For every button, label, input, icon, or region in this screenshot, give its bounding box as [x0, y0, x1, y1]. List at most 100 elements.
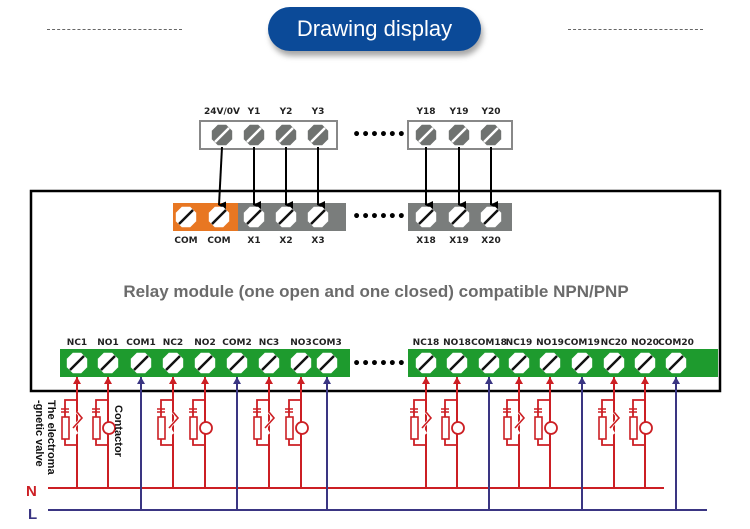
output-label-no3: NO3 [290, 338, 311, 348]
no-arrow-1 [201, 377, 209, 384]
input-screw-4 [307, 206, 329, 228]
output-label-no1: NO1 [97, 338, 118, 348]
label-x20: X20 [481, 236, 500, 246]
label-com-a: COM [174, 236, 197, 246]
output-screw-7 [290, 352, 312, 374]
valve-symbol-5 [609, 411, 621, 429]
contactor-coil-2 [295, 421, 309, 435]
sensor-screw-1 [243, 124, 265, 146]
valve-fuse-0 [61, 416, 70, 440]
input-screw-5 [415, 206, 437, 228]
output-screw-8 [316, 352, 338, 374]
contactor-fuse-2 [285, 416, 294, 440]
valve-symbol-0 [72, 411, 84, 429]
valve-fuse-1 [157, 416, 166, 440]
output-label-no20: NO20 [631, 338, 659, 348]
com-arrow-2 [323, 377, 331, 384]
sensor-screw-4 [415, 124, 437, 146]
output-screw-6 [258, 352, 280, 374]
output-screw-15 [603, 352, 625, 374]
contactor-label: Contactor [112, 405, 124, 458]
nc-arrow-4 [515, 377, 523, 384]
output-label-nc2: NC2 [163, 338, 183, 348]
contactor-fuse-1 [189, 416, 198, 440]
input-screw-1 [208, 206, 230, 228]
nc-arrow-5 [610, 377, 618, 384]
no-arrow-4 [546, 377, 554, 384]
input-screw-2 [243, 206, 265, 228]
contactor-fuse-4 [534, 416, 543, 440]
input-screw-3 [275, 206, 297, 228]
output-label-no2: NO2 [194, 338, 215, 348]
label-y2: Y2 [279, 107, 293, 117]
neutral-label: N [26, 483, 37, 500]
output-label-no18: NO18 [443, 338, 471, 348]
label-y1: Y1 [247, 107, 261, 117]
com-arrow-1 [233, 377, 241, 384]
output-label-com2: COM2 [222, 338, 251, 348]
output-screw-9 [415, 352, 437, 374]
valve-label-line1: The electroma [45, 400, 57, 475]
output-label-nc20: NC20 [601, 338, 628, 348]
valve-fuse-5 [598, 416, 607, 440]
output-label-no19: NO19 [536, 338, 564, 348]
no-arrow-2 [297, 377, 305, 384]
output-screw-3 [162, 352, 184, 374]
output-screw-11 [478, 352, 500, 374]
no-arrow-5 [641, 377, 649, 384]
nc-arrow-3 [422, 377, 430, 384]
output-label-com20: COM20 [658, 338, 694, 348]
sensor-screw-3 [307, 124, 329, 146]
nc-arrow-0 [73, 377, 81, 384]
left-divider [47, 29, 182, 30]
com-arrow-0 [137, 377, 145, 384]
no-arrow-0 [104, 377, 112, 384]
nc-arrow-2 [265, 377, 273, 384]
label-y20: Y20 [480, 107, 500, 117]
valve-fuse-3 [410, 416, 419, 440]
ellipsis-bottom: •••••• [352, 356, 406, 372]
input-screw-7 [480, 206, 502, 228]
valve-symbol-4 [514, 411, 526, 429]
output-label-nc3: NC3 [259, 338, 279, 348]
contactor-fuse-3 [441, 416, 450, 440]
contactor-coil-0 [102, 421, 116, 435]
sensor-screw-2 [275, 124, 297, 146]
label-y3: Y3 [311, 107, 325, 117]
output-label-nc18: NC18 [413, 338, 440, 348]
input-screw-6 [448, 206, 470, 228]
nc-arrow-1 [169, 377, 177, 384]
valve-symbol-2 [264, 411, 276, 429]
valve-label-line2: -gnetic valve [33, 400, 45, 467]
label-y19: Y19 [448, 107, 468, 117]
contactor-coil-3 [451, 421, 465, 435]
valve-symbol-1 [168, 411, 180, 429]
ellipsis-top: •••••• [352, 127, 406, 143]
label-com-b: COM [207, 236, 230, 246]
output-screw-12 [508, 352, 530, 374]
label-x18: X18 [416, 236, 435, 246]
com-arrow-3 [485, 377, 493, 384]
output-label-com3: COM3 [312, 338, 341, 348]
output-screw-5 [226, 352, 248, 374]
signal-wire-0 [218, 146, 227, 210]
valve-symbol-3 [421, 411, 433, 429]
output-label-com18: COM18 [471, 338, 507, 348]
relay-module-box [29, 189, 722, 393]
sensor-screw-0 [211, 124, 233, 146]
output-screw-16 [634, 352, 656, 374]
output-screw-4 [194, 352, 216, 374]
com-arrow-4 [578, 377, 586, 384]
contactor-fuse-0 [92, 416, 101, 440]
output-screw-10 [446, 352, 468, 374]
output-screw-0 [66, 352, 88, 374]
input-screw-0 [175, 206, 197, 228]
valve-fuse-2 [253, 416, 262, 440]
no-arrow-3 [453, 377, 461, 384]
sensor-screw-5 [448, 124, 470, 146]
label-y18: Y18 [415, 107, 435, 117]
output-label-nc19: NC19 [506, 338, 533, 348]
label-x19: X19 [449, 236, 468, 246]
live-label: L [28, 506, 37, 523]
label-x3: X3 [311, 236, 324, 246]
